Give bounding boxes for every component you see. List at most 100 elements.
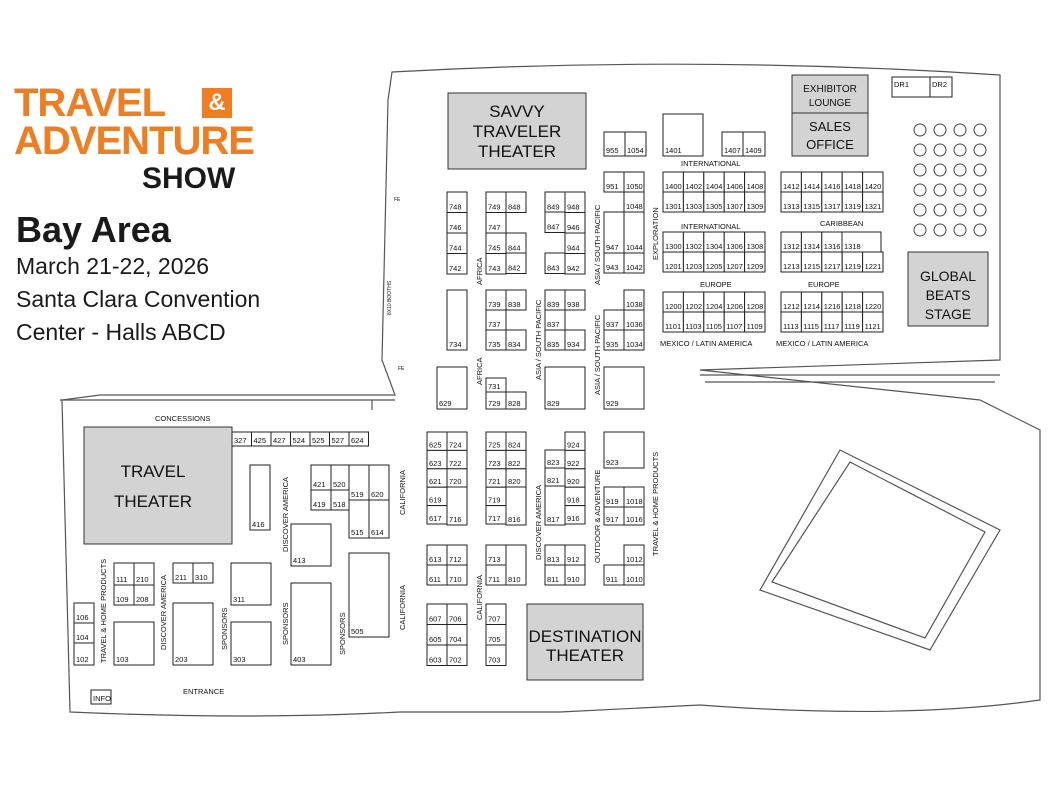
booth-1117[interactable]: 1117 — [821, 311, 843, 333]
booth-416[interactable]: 416 — [249, 464, 271, 531]
booth-303[interactable]: 303 — [230, 621, 272, 666]
booth-1216[interactable]: 1216 — [821, 291, 843, 313]
booth-621[interactable]: 621 — [426, 468, 448, 488]
booth-1312[interactable]: 1312 — [780, 231, 802, 253]
booth-817[interactable]: 817 — [544, 485, 566, 526]
booth-934[interactable]: 934 — [564, 329, 586, 351]
booth-1012[interactable]: 1012 — [623, 544, 645, 566]
booth-703[interactable]: 703 — [485, 644, 507, 666]
booth-1121[interactable]: 1121 — [862, 311, 884, 333]
booth-828[interactable]: 828 — [505, 391, 527, 410]
booth-413[interactable]: 413 — [290, 523, 332, 567]
booth-911[interactable]: 911 — [603, 564, 625, 586]
booth-731[interactable]: 731 — [485, 377, 507, 393]
booth-844[interactable]: 844 — [505, 232, 527, 254]
booth-707[interactable]: 707 — [485, 603, 507, 625]
booth-713[interactable]: 713 — [485, 544, 507, 566]
booth-947[interactable]: 947 — [603, 211, 625, 254]
booth-704[interactable]: 704 — [446, 624, 468, 646]
booth-1010[interactable]: 1010 — [623, 564, 645, 586]
booth-744[interactable]: 744 — [446, 232, 468, 254]
destination-theater[interactable]: DESTINATION THEATER — [526, 603, 644, 681]
booth-943[interactable]: 943 — [603, 252, 625, 274]
booth-1407[interactable]: 1407 — [721, 131, 744, 157]
booth-1042[interactable]: 1042 — [623, 252, 645, 274]
booth-111[interactable]: 111 — [113, 562, 135, 586]
booth-1218[interactable]: 1218 — [841, 291, 864, 313]
booth-723[interactable]: 723 — [485, 449, 507, 470]
booth-1420[interactable]: 1420 — [862, 171, 884, 193]
booth-834[interactable]: 834 — [505, 329, 527, 351]
booth-824[interactable]: 824 — [505, 431, 527, 451]
booth-1309[interactable]: 1309 — [744, 191, 766, 213]
booth-717[interactable]: 717 — [485, 505, 507, 525]
booth-838[interactable]: 838 — [505, 289, 527, 311]
booth-929[interactable]: 929 — [603, 366, 645, 410]
booth-1306[interactable]: 1306 — [723, 231, 746, 253]
booth-719[interactable]: 719 — [485, 486, 507, 507]
booth-1317[interactable]: 1317 — [821, 191, 843, 213]
booth-614[interactable]: 614 — [368, 499, 390, 539]
booth-1414[interactable]: 1414 — [800, 171, 823, 193]
booth-734[interactable]: 734 — [446, 289, 468, 351]
booth-1201[interactable]: 1201 — [662, 251, 684, 273]
booth-948[interactable]: 948 — [564, 191, 586, 213]
booth-524[interactable]: 524 — [290, 431, 311, 447]
booth-725[interactable]: 725 — [485, 431, 507, 451]
booth-1221[interactable]: 1221 — [862, 251, 884, 273]
booth-1402[interactable]: 1402 — [682, 171, 705, 193]
booth-706[interactable]: 706 — [446, 603, 468, 625]
booth-1303[interactable]: 1303 — [682, 191, 705, 213]
booth-211[interactable]: 211 — [172, 562, 194, 584]
booth-1318[interactable]: 1318 — [841, 231, 882, 253]
booth-1219[interactable]: 1219 — [841, 251, 864, 273]
booth-722[interactable]: 722 — [446, 449, 468, 470]
booth-811[interactable]: 811 — [544, 564, 566, 586]
booth-1412[interactable]: 1412 — [780, 171, 802, 193]
booth-918[interactable]: 918 — [564, 486, 586, 507]
booth-739[interactable]: 739 — [485, 289, 507, 311]
booth-710[interactable]: 710 — [446, 564, 468, 586]
booth-810[interactable]: 810 — [505, 544, 527, 586]
booth-311[interactable]: 311 — [230, 562, 272, 606]
savvy-traveler-theater[interactable]: SAVVY TRAVELER THEATER — [447, 92, 587, 170]
booth-917[interactable]: 917 — [603, 506, 625, 526]
booth-724[interactable]: 724 — [446, 431, 468, 451]
info-booth[interactable]: INFO — [90, 689, 112, 705]
booth-1416[interactable]: 1416 — [821, 171, 843, 193]
booth-505[interactable]: 505 — [348, 552, 390, 638]
booth-842[interactable]: 842 — [505, 252, 527, 274]
booth-1209[interactable]: 1209 — [744, 251, 766, 273]
booth-310[interactable]: 310 — [192, 562, 214, 584]
booth-955[interactable]: 955 — [603, 131, 626, 157]
booth-1321[interactable]: 1321 — [862, 191, 884, 213]
booth-716[interactable]: 716 — [446, 486, 468, 526]
booth-729[interactable]: 729 — [485, 391, 507, 410]
booth-1105[interactable]: 1105 — [703, 311, 725, 333]
booth-1113[interactable]: 1113 — [780, 311, 802, 333]
booth-835[interactable]: 835 — [544, 329, 566, 351]
booth-1307[interactable]: 1307 — [723, 191, 746, 213]
booth-1050[interactable]: 1050 — [623, 171, 645, 193]
booth-837[interactable]: 837 — [544, 309, 566, 331]
booth-829[interactable]: 829 — [544, 366, 586, 410]
booth-403[interactable]: 403 — [290, 582, 332, 666]
booth-1109[interactable]: 1109 — [744, 311, 766, 333]
booth-103[interactable]: 103 — [113, 621, 155, 666]
booth-1408[interactable]: 1408 — [744, 171, 766, 193]
booth-620[interactable]: 620 — [368, 464, 390, 501]
booth-421[interactable]: 421 — [310, 464, 332, 491]
booth-938[interactable]: 938 — [564, 289, 586, 311]
booth-1016[interactable]: 1016 — [623, 506, 645, 526]
booth-1217[interactable]: 1217 — [821, 251, 843, 273]
booth-625[interactable]: 625 — [426, 431, 448, 451]
booth-823[interactable]: 823 — [544, 449, 566, 469]
booth-1202[interactable]: 1202 — [682, 291, 705, 313]
booth-1304[interactable]: 1304 — [703, 231, 725, 253]
booth-427[interactable]: 427 — [270, 431, 291, 447]
booth-849[interactable]: 849 — [544, 191, 566, 213]
dr1-room[interactable]: DR1 — [891, 76, 931, 98]
booth-822[interactable]: 822 — [505, 449, 527, 470]
booth-1214[interactable]: 1214 — [800, 291, 823, 313]
booth-1418[interactable]: 1418 — [841, 171, 864, 193]
